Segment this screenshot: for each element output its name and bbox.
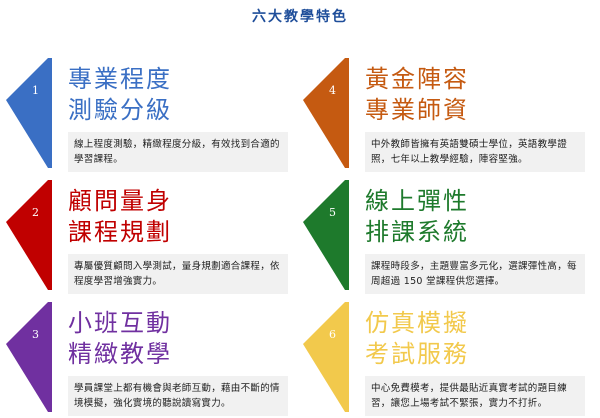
flag-triangle-6 xyxy=(303,302,345,412)
feature-title-4: 黃金陣容 專業師資 xyxy=(365,64,469,126)
flag-pole-2 xyxy=(48,180,52,290)
feature-card-1: 1 專業程度 測驗分級 線上程度測驗，精緻程度分級，有效找到合適的學習課程。 xyxy=(6,58,296,173)
feature-title-4-line2: 專業師資 xyxy=(365,96,469,124)
feature-title-5-line2: 排課系統 xyxy=(365,218,469,246)
feature-title-3: 小班互動 精緻教學 xyxy=(68,308,172,370)
feature-title-1-line2: 測驗分級 xyxy=(68,96,172,124)
feature-description-1: 線上程度測驗，精緻程度分級，有效找到合適的學習課程。 xyxy=(68,132,288,172)
flag-number-1: 1 xyxy=(32,84,39,97)
flag-triangle-5 xyxy=(303,180,345,290)
flag-number-4: 4 xyxy=(329,84,336,97)
feature-card-5: 5 線上彈性 排課系統 課程時段多，主題豐富多元化，選課彈性高，每周超過 150… xyxy=(303,180,593,295)
feature-description-6: 中心免費模考，提供最貼近真實考試的題目練習，讓您上場考試不緊張，實力不打折。 xyxy=(365,376,585,416)
flag-number-3: 3 xyxy=(32,328,39,341)
flag-pole-6 xyxy=(345,302,349,412)
flag-4: 4 xyxy=(303,58,365,168)
feature-title-6-line2: 考試服務 xyxy=(365,340,469,368)
page-title: 六大教學特色 xyxy=(252,9,348,25)
feature-description-3: 學員課堂上都有機會與老師互動，藉由不斷的情境模擬，強化實境的聽說讀寫實力。 xyxy=(68,376,288,416)
feature-title-3-line2: 精緻教學 xyxy=(68,340,172,368)
feature-title-5: 線上彈性 排課系統 xyxy=(365,186,469,248)
flag-triangle-4 xyxy=(303,58,345,168)
flag-triangle-2 xyxy=(6,180,48,290)
flag-pole-3 xyxy=(48,302,52,412)
feature-card-6: 6 仿真模擬 考試服務 中心免費模考，提供最貼近真實考試的題目練習，讓您上場考試… xyxy=(303,302,593,417)
feature-title-4-line1: 黃金陣容 xyxy=(365,65,469,93)
feature-title-1-line1: 專業程度 xyxy=(68,65,172,93)
flag-pole-1 xyxy=(48,58,52,168)
feature-card-2: 2 顧問量身 課程規劃 專屬優質顧問入學測試，量身規劃適合課程，依程度學習增強實… xyxy=(6,180,296,295)
feature-title-2-line1: 顧問量身 xyxy=(68,187,172,215)
flag-1: 1 xyxy=(6,58,68,168)
feature-card-3: 3 小班互動 精緻教學 學員課堂上都有機會與老師互動，藉由不斷的情境模擬，強化實… xyxy=(6,302,296,417)
flag-triangle-3 xyxy=(6,302,48,412)
flag-2: 2 xyxy=(6,180,68,290)
feature-title-6-line1: 仿真模擬 xyxy=(365,309,469,337)
feature-description-5: 課程時段多，主題豐富多元化，選課彈性高，每周超過 150 堂課程供您選擇。 xyxy=(365,254,585,294)
flag-pole-4 xyxy=(345,58,349,168)
flag-3: 3 xyxy=(6,302,68,412)
flag-6: 6 xyxy=(303,302,365,412)
flag-number-6: 6 xyxy=(329,328,336,341)
feature-description-2: 專屬優質顧問入學測試，量身規劃適合課程，依程度學習增強實力。 xyxy=(68,254,288,294)
flag-number-5: 5 xyxy=(329,206,336,219)
flag-number-2: 2 xyxy=(32,206,39,219)
feature-title-3-line1: 小班互動 xyxy=(68,309,172,337)
flag-pole-5 xyxy=(345,180,349,290)
feature-title-1: 專業程度 測驗分級 xyxy=(68,64,172,126)
feature-title-2: 顧問量身 課程規劃 xyxy=(68,186,172,248)
feature-description-4: 中外教師皆擁有英語雙碩士學位，英語教學證照，七年以上教學經驗，陣容堅強。 xyxy=(365,132,585,172)
feature-title-2-line2: 課程規劃 xyxy=(68,218,172,246)
feature-card-4: 4 黃金陣容 專業師資 中外教師皆擁有英語雙碩士學位，英語教學證照，七年以上教學… xyxy=(303,58,593,173)
flag-triangle-1 xyxy=(6,58,48,168)
feature-title-5-line1: 線上彈性 xyxy=(365,187,469,215)
flag-5: 5 xyxy=(303,180,365,290)
feature-title-6: 仿真模擬 考試服務 xyxy=(365,308,469,370)
